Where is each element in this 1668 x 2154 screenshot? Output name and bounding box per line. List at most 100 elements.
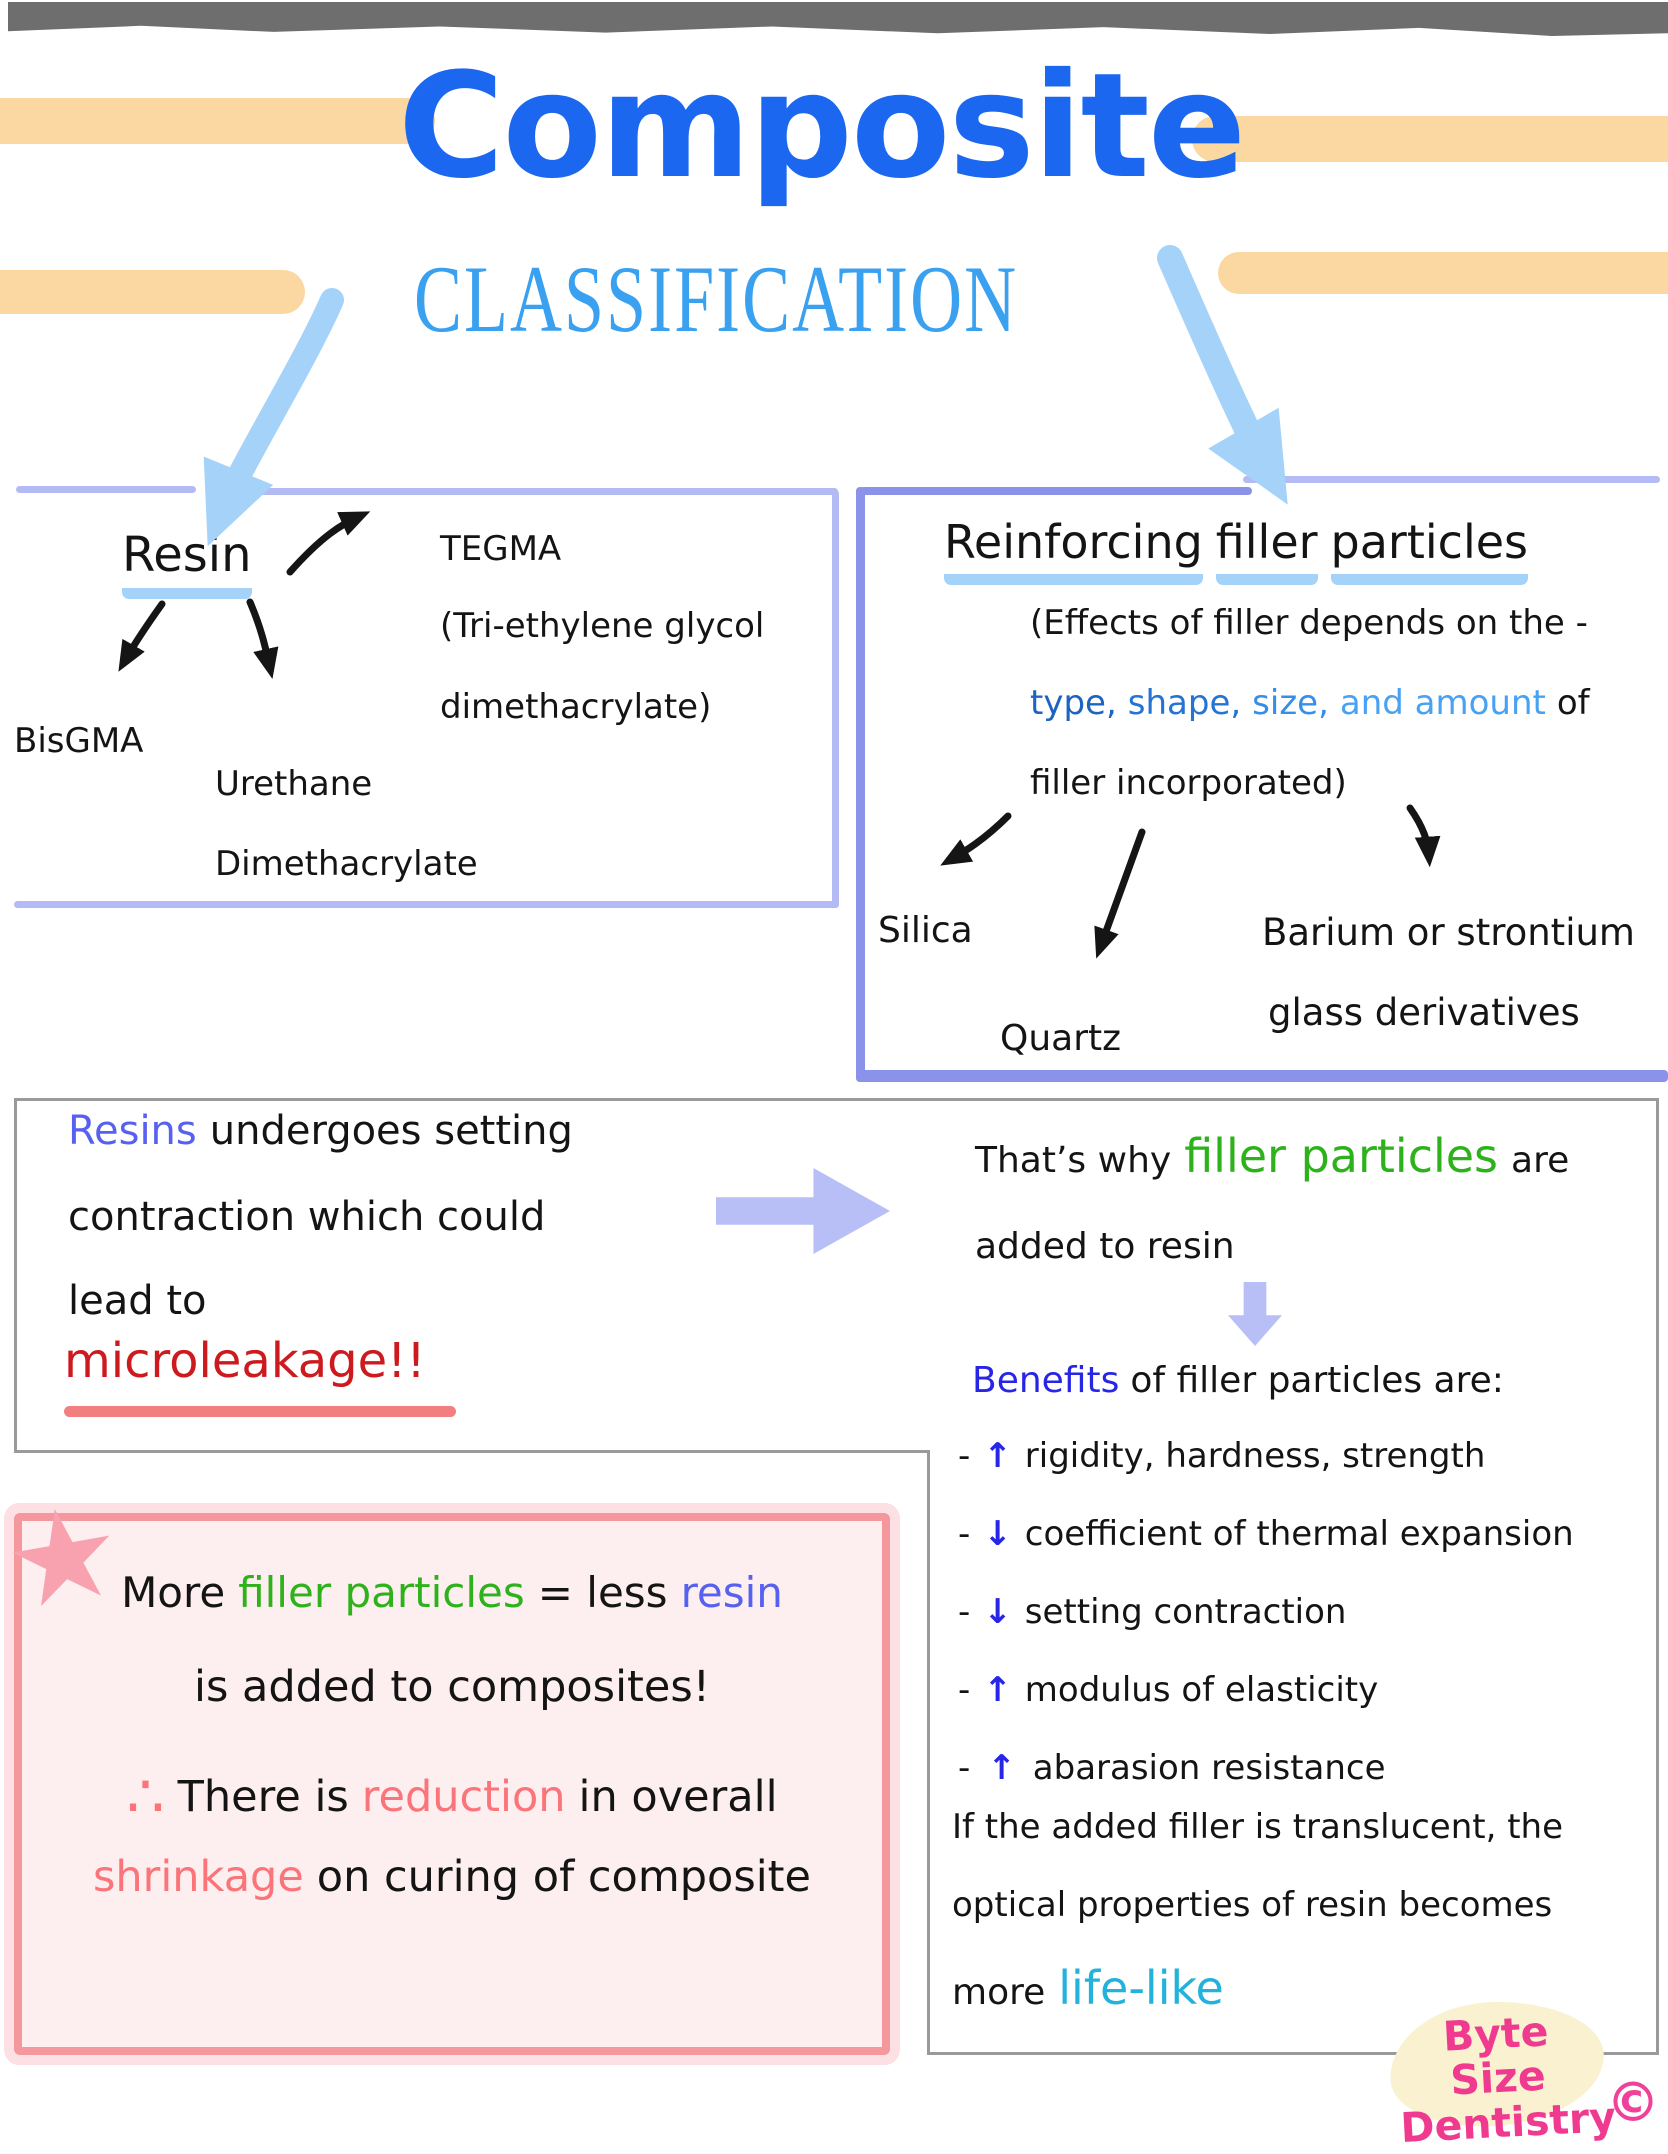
filler-note-line1: (Effects of filler depends on the - — [1030, 603, 1588, 643]
orange-bar-mid-right — [1218, 252, 1668, 294]
highlight-line3: ∴ There is reduction in overall — [14, 1756, 890, 1832]
top-gray-bar — [8, 2, 1668, 36]
note-size: size, — [1252, 683, 1329, 723]
hl3-there-is: There is — [177, 1772, 349, 1822]
note-of: of — [1556, 683, 1590, 723]
hl2-text: is added to composites! — [194, 1662, 710, 1712]
flow-arrow-down-icon — [1228, 1282, 1282, 1346]
arrow-filler-quartz-icon — [1094, 828, 1146, 959]
big-arrow-left-icon — [203, 288, 344, 547]
watermark-line2: Dentistry — [1399, 2092, 1618, 2152]
benefits-heading: Benefits of filler particles are: — [972, 1360, 1504, 1401]
hl3-reduction: reduction — [361, 1772, 566, 1822]
filler-heading-word3: particles — [1330, 516, 1529, 585]
filler-note-line3: filler incorporated) — [1030, 763, 1347, 803]
benefit-bullet: - — [958, 1670, 971, 1710]
hl3-in-overall: in overall — [578, 1772, 778, 1822]
hl4-shrinkage: shrinkage — [93, 1852, 304, 1902]
filler-heading: Reinforcing filler particles — [944, 516, 1529, 585]
benefit-bullet: - — [958, 1436, 971, 1476]
panel-left-border — [14, 1098, 17, 1452]
orange-bar-top-right — [1192, 116, 1668, 162]
translucent-line3: more life-like — [952, 1962, 1224, 2015]
benefit-item: - ↑ rigidity, hardness, strength — [958, 1436, 1485, 1476]
setting-line3: lead to — [68, 1278, 207, 1324]
panel-mid-vertical-border — [927, 1450, 930, 2055]
up-arrow-icon: ↑ — [983, 1436, 1012, 1476]
highlight-box — [14, 1513, 890, 2055]
more-word: more — [952, 1972, 1046, 2013]
benefit-text: abarasion resistance — [1032, 1748, 1386, 1788]
filler-box-left-border — [856, 487, 865, 1082]
tegma-label: TEGMA — [440, 529, 562, 569]
tegma-full-line1: (Tri-ethylene glycol — [440, 606, 765, 646]
benefit-text: modulus of elasticity — [1024, 1670, 1379, 1710]
filler-box-top-border — [860, 487, 1252, 495]
barium-line1: Barium or strontium — [1262, 911, 1635, 954]
benefit-bullet: - — [958, 1592, 971, 1632]
resin-box-bottom-border — [14, 901, 839, 908]
copyright-icon: © — [1606, 2071, 1660, 2134]
up-arrow-icon: ↑ — [987, 1748, 1016, 1788]
highlight-line4: shrinkage on curing of composite — [14, 1852, 890, 1902]
tegma-full-line2: dimethacrylate) — [440, 687, 712, 727]
watermark-line1: Byte Size — [1441, 2007, 1550, 2105]
benefit-bullet: - — [958, 1748, 971, 1788]
arrow-resin-urethane-icon — [246, 598, 279, 680]
benefits-word: Benefits — [972, 1360, 1120, 1401]
resin-heading-label: Resin — [122, 527, 252, 600]
up-arrow-icon: ↑ — [983, 1670, 1012, 1710]
panel-top-border — [14, 1098, 1659, 1101]
page-subtitle: CLASSIFICATION — [414, 246, 1019, 353]
benefit-text: rigidity, hardness, strength — [1024, 1436, 1486, 1476]
down-arrow-icon: ↓ — [983, 1592, 1012, 1632]
page-title: Composite — [398, 42, 1246, 211]
setting-line1-rest: undergoes setting — [209, 1108, 573, 1154]
hl4-rest: on curing of composite — [316, 1852, 811, 1902]
watermark-brand: Byte Size Dentistry — [1395, 2007, 1618, 2152]
panel-bottom-left-border — [14, 1450, 930, 1453]
setting-line2: contraction which could — [68, 1194, 546, 1240]
microleakage-label: microleakage!! — [64, 1333, 426, 1389]
bisgma-label: BisGMA — [14, 721, 144, 761]
translucent-line1: If the added filler is translucent, the — [952, 1807, 1564, 1847]
are-text: are — [1511, 1140, 1570, 1181]
barium-line2: glass derivatives — [1268, 991, 1580, 1034]
note-type: type, — [1030, 683, 1117, 723]
arrow-filler-barium-icon — [1406, 804, 1441, 868]
flow-arrow-right-icon — [716, 1168, 890, 1254]
down-arrow-icon: ↓ — [983, 1514, 1012, 1554]
highlight-line1: More filler particles = less resin — [14, 1568, 890, 1617]
arrow-filler-silica-icon — [940, 812, 1012, 866]
life-like-text: life-like — [1058, 1961, 1224, 2015]
benefit-item: - ↓ coefficient of thermal expansion — [958, 1514, 1574, 1554]
lead-line1: That’s why filler particles are — [975, 1130, 1569, 1183]
resins-word: Resins — [68, 1108, 197, 1154]
decor-line-left — [16, 486, 196, 493]
benefit-text: setting contraction — [1024, 1592, 1347, 1632]
resin-box-top-border — [228, 488, 838, 495]
hl1-equals-less: = less — [537, 1568, 668, 1617]
arrow-resin-bisgma-icon — [118, 600, 166, 672]
panel-right-border — [1656, 1098, 1659, 2055]
therefore-icon: ∴ — [126, 1762, 165, 1832]
orange-bar-top-left — [0, 98, 435, 144]
microleakage-underline — [64, 1406, 456, 1417]
benefit-bullet: - — [958, 1514, 971, 1554]
hl1-more: More — [121, 1568, 226, 1617]
arrow-resin-tegma-icon — [286, 511, 371, 576]
benefit-item: - ↑ abarasion resistance — [958, 1748, 1386, 1788]
orange-bar-mid-left — [0, 270, 305, 314]
benefits-rest: of filler particles are: — [1130, 1360, 1504, 1401]
note-shape: shape, — [1127, 683, 1242, 723]
benefit-item: - ↓ setting contraction — [958, 1592, 1346, 1632]
quartz-label: Quartz — [1000, 1018, 1122, 1059]
thats-why-text: That’s why — [975, 1140, 1172, 1181]
lead-line2: added to resin — [975, 1226, 1235, 1267]
note-amount: and amount — [1339, 683, 1546, 723]
hl1-filler-particles: filler particles — [238, 1568, 525, 1617]
urethane-line2: Dimethacrylate — [215, 844, 478, 884]
filler-heading-word2: filler — [1215, 516, 1318, 585]
resin-heading: Resin — [122, 527, 252, 600]
